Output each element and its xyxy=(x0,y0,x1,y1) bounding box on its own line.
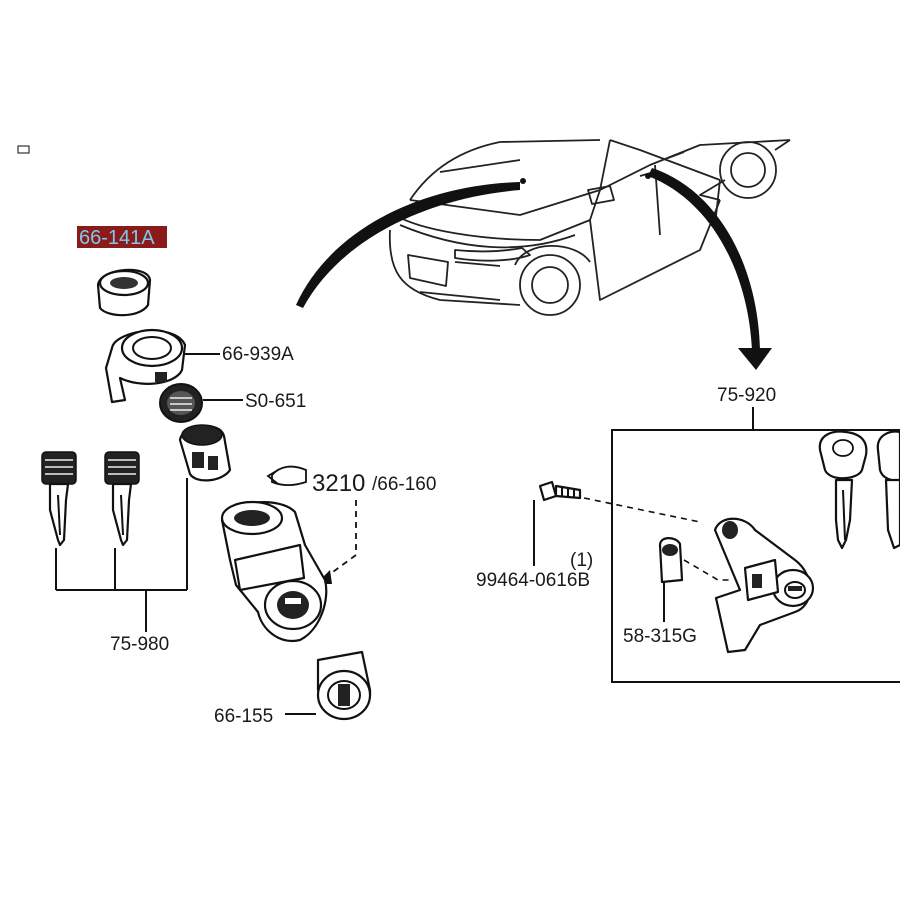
label-66-155: 66-155 xyxy=(214,706,273,727)
cap-part xyxy=(159,383,243,423)
ignition-switch-part xyxy=(220,500,328,643)
clip-part xyxy=(658,537,684,622)
key-cylinder-part xyxy=(178,424,232,482)
label-99464-0616B: 99464-0616B xyxy=(476,570,590,591)
arrow-to-door-lock xyxy=(648,168,760,350)
label-S0-651: S0-651 xyxy=(245,391,306,412)
highlight-box xyxy=(77,226,167,248)
key-right-1 xyxy=(818,430,868,550)
small-square-icon xyxy=(17,145,30,154)
key-right-2 xyxy=(876,430,900,550)
car-illustration xyxy=(388,139,791,316)
bolt-part xyxy=(533,480,582,566)
label-66-160: /66-160 xyxy=(372,474,436,495)
lower-cylinder-part xyxy=(285,650,372,721)
lock-housing-part xyxy=(104,328,220,404)
label-75-980: 75-980 xyxy=(110,634,169,655)
dashed-leader-clip xyxy=(683,559,730,581)
door-lock-cylinder-part xyxy=(713,517,815,654)
label-75-920: 75-920 xyxy=(717,385,776,406)
arrow-to-ignition xyxy=(296,182,520,308)
label-58-315G: 58-315G xyxy=(623,626,697,647)
dashed-leader-switch xyxy=(321,500,357,581)
door-lock-box xyxy=(611,429,900,683)
bracket-75-980 xyxy=(55,478,188,632)
label-66-939A: 66-939A xyxy=(222,344,294,365)
label-3210: 3210 xyxy=(312,470,365,497)
label-bolt-qty: (1) xyxy=(570,550,593,571)
key-left-2 xyxy=(104,451,140,547)
dashed-leader-bolt xyxy=(583,497,701,523)
label-66-141A: 66-141A xyxy=(79,227,155,249)
pointing-hand-icon xyxy=(266,465,307,486)
key-left-1 xyxy=(41,451,77,547)
bezel-ring-part xyxy=(96,268,152,317)
